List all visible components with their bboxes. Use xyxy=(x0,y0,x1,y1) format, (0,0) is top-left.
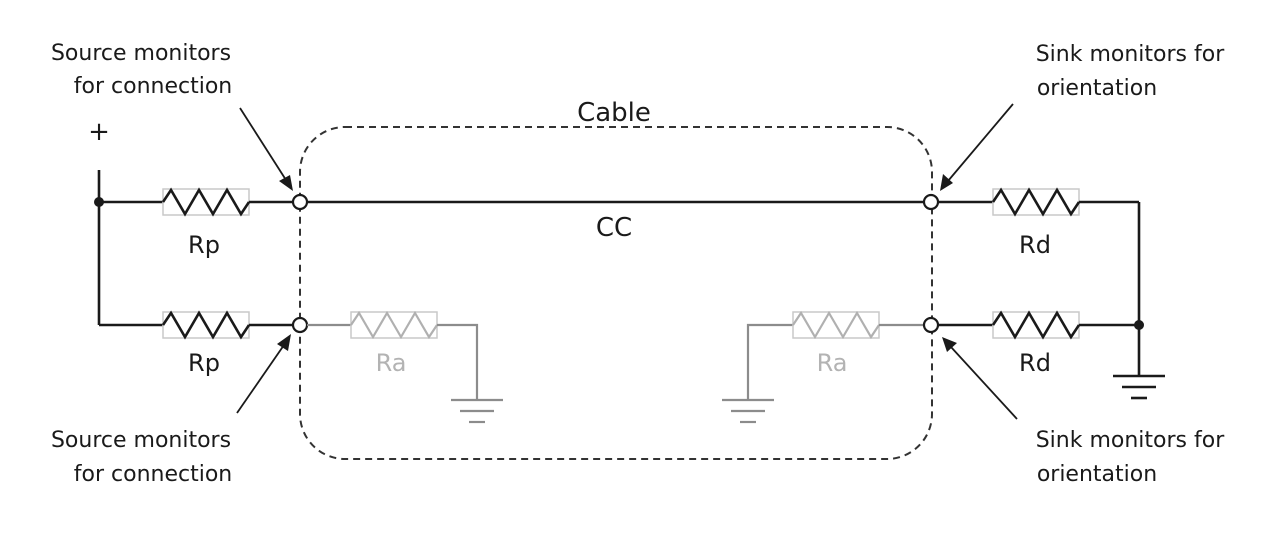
source-cc-node-top xyxy=(291,193,309,211)
wire-ra-left-to-ground xyxy=(437,323,479,400)
arrow-source-top xyxy=(239,107,293,191)
cable-label: Cable xyxy=(577,98,651,128)
cc-label: CC xyxy=(596,213,632,243)
sink-top-line1: Sink monitors for xyxy=(1036,42,1225,67)
source-node-bottom xyxy=(291,316,309,334)
sink-bottom-line1: Sink monitors for xyxy=(1036,428,1225,453)
source-top-line1: Source monitors xyxy=(51,41,231,66)
rd-bottom-resistor xyxy=(991,310,1081,340)
source-bottom-line2: for connection xyxy=(74,462,232,487)
wire-ra-right-to-ground xyxy=(746,323,793,400)
sink-cc-node-top xyxy=(922,193,940,211)
rp-bottom-label: Rp xyxy=(188,349,220,377)
plus-label: + xyxy=(88,117,110,147)
ground-icon-ra-left xyxy=(451,398,503,424)
ground-icon-sink xyxy=(1113,374,1165,400)
arrow-sink-bottom xyxy=(942,337,1018,420)
arrow-source-bottom xyxy=(236,334,291,414)
ra-left-label: Ra xyxy=(376,349,407,377)
sink-bottom-line2: orientation xyxy=(1037,462,1157,487)
ra-right-resistor xyxy=(792,310,880,340)
ground-icon-ra-right xyxy=(722,398,774,424)
source-top-line2: for connection xyxy=(74,74,232,99)
rp-top-label: Rp xyxy=(188,231,220,259)
sink-node-bottom xyxy=(922,316,940,334)
sink-top-line2: orientation xyxy=(1037,76,1157,101)
rd-top-label: Rd xyxy=(1019,231,1051,259)
rp-top-resistor xyxy=(161,187,251,217)
cable-boundary xyxy=(299,126,933,460)
arrow-sink-top xyxy=(940,103,1014,191)
rp-bottom-resistor xyxy=(161,310,251,340)
ra-left-resistor xyxy=(350,310,438,340)
rd-top-resistor xyxy=(991,187,1081,217)
rd-bottom-label: Rd xyxy=(1019,349,1051,377)
ra-right-label: Ra xyxy=(817,349,848,377)
source-bottom-line1: Source monitors xyxy=(51,428,231,453)
sink-junction xyxy=(1134,320,1144,330)
